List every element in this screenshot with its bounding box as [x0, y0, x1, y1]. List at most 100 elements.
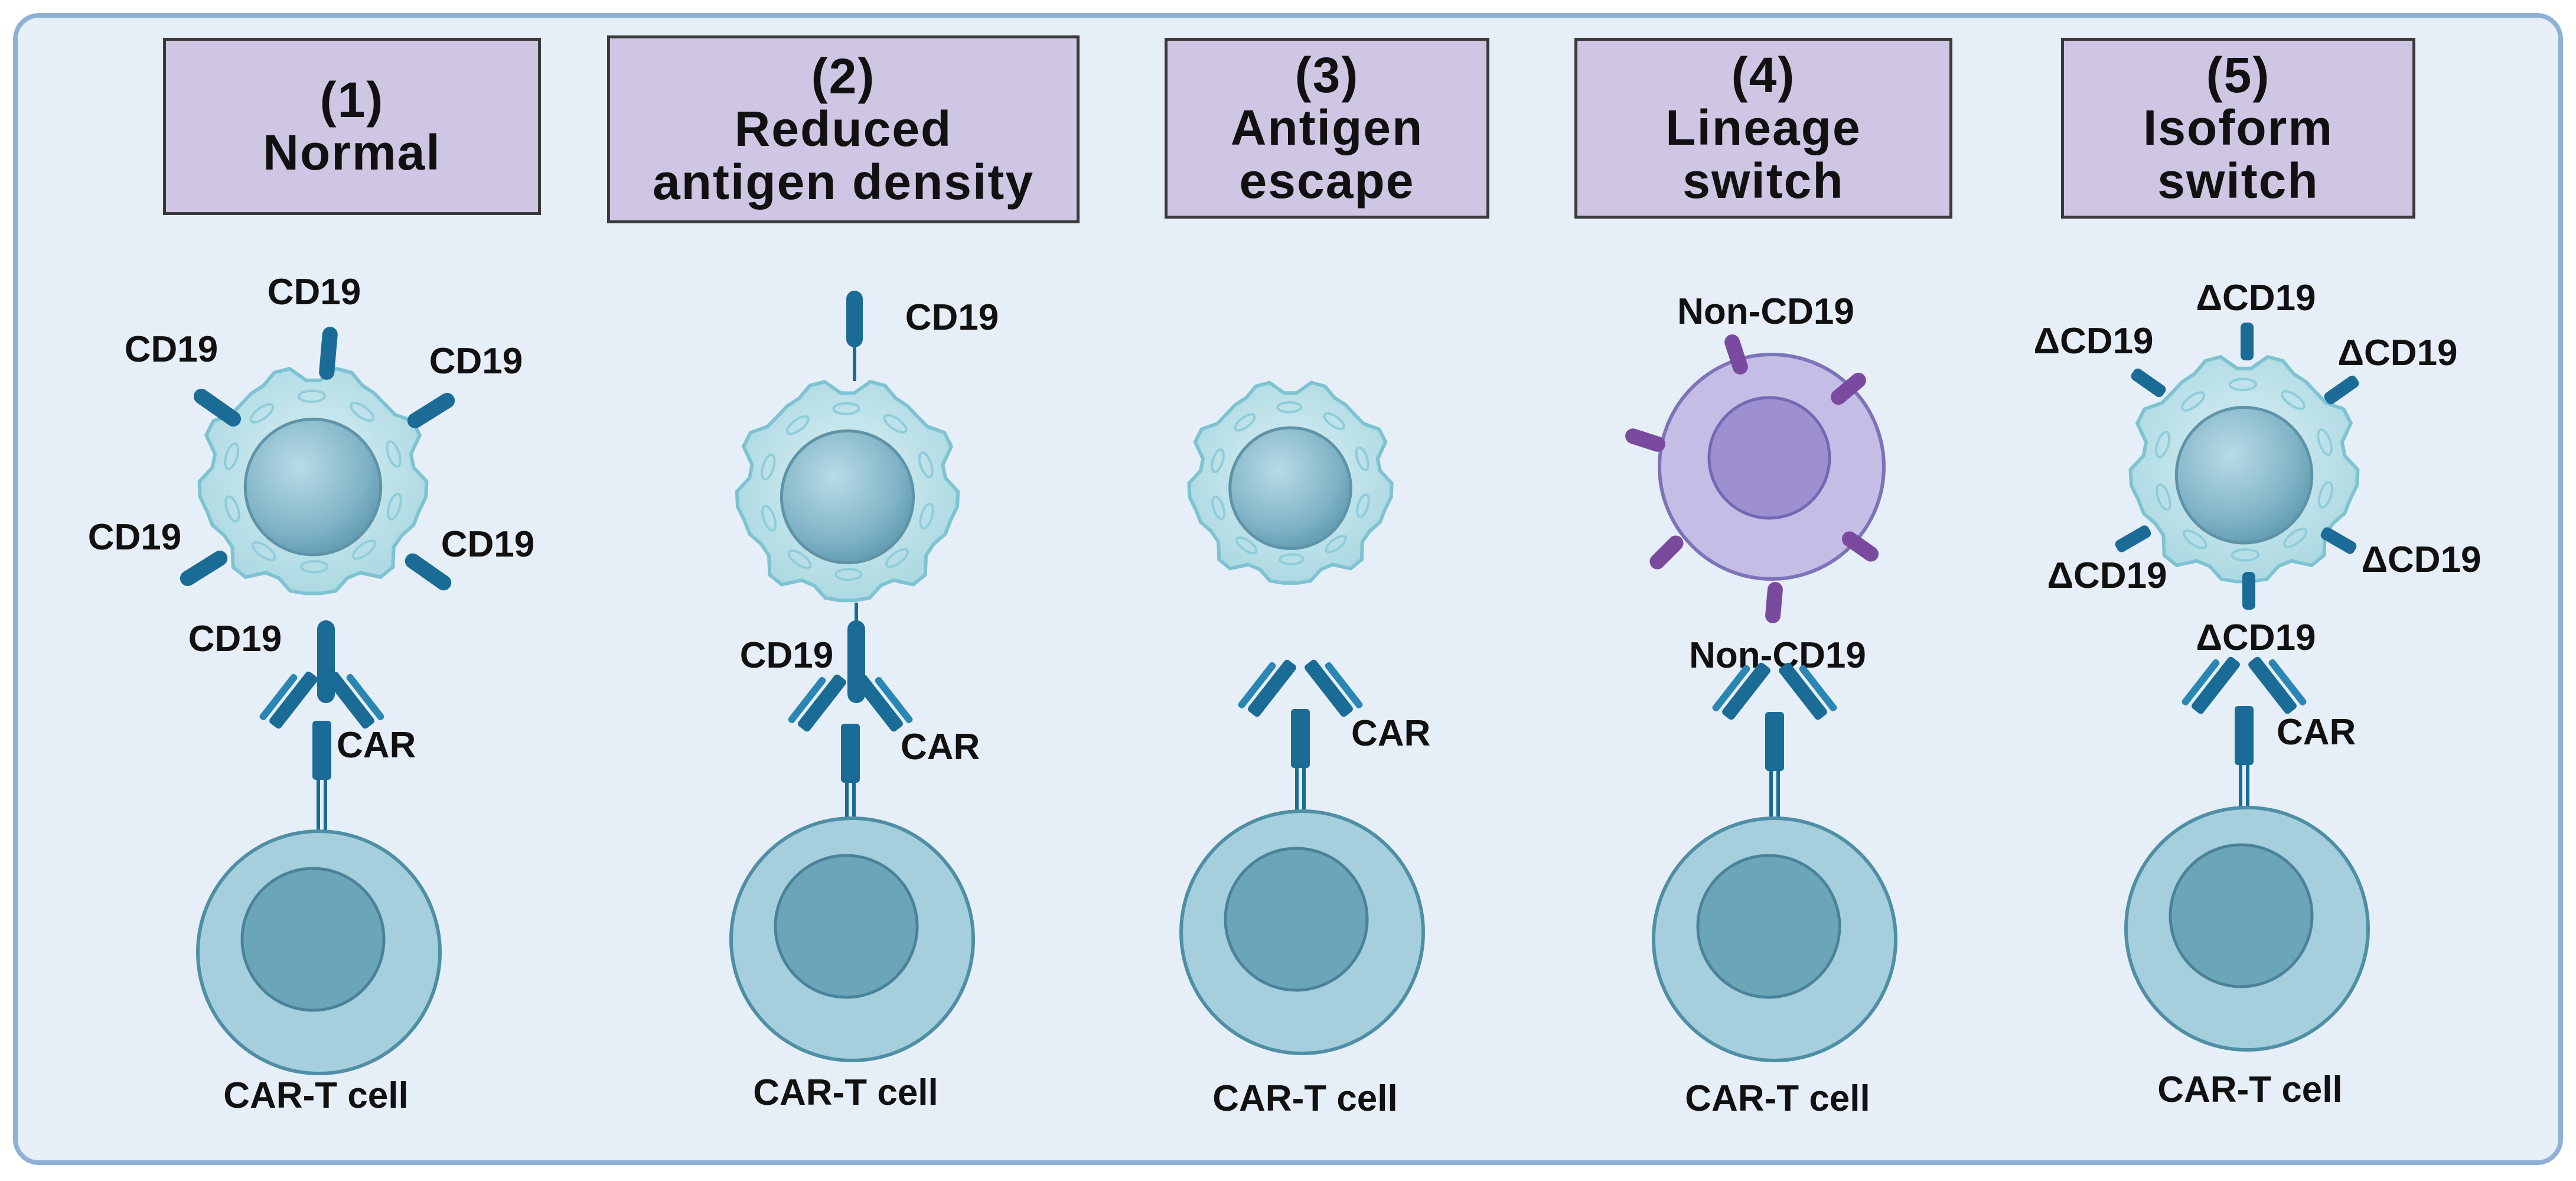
panel-2-title-line-2: antigen density [652, 154, 1035, 210]
panel-5-number: (5) [2206, 47, 2271, 103]
panel-1-tumor-cell-texture [224, 495, 240, 523]
panel-5-tumor-cell-texture [2282, 528, 2308, 548]
panel-4-marker-1-body [1724, 334, 1748, 375]
panel-5-car-receptor-base [2235, 706, 2254, 765]
panel-2-tumor-cell-texture [834, 568, 863, 581]
panel-5-tumor-cell-nucleus [2174, 406, 2314, 545]
panel-4-non-cd19-label-bottom: Non-CD19 [1689, 635, 1866, 676]
panel-5-car-receptor-arm-1 [2192, 656, 2240, 714]
panel-2-cd19-top-body [846, 291, 863, 347]
panel-2-title-box: (2) Reduced antigen density [607, 35, 1080, 223]
panel-5-car-receptor-stalk-left [2239, 753, 2242, 830]
panel-5-dcd19-top-body [2241, 323, 2254, 360]
panel-2-tumor-cell-texture [883, 414, 908, 434]
panel-5-dcd19-upper-right [2324, 375, 2359, 405]
panel-1-cd19-top-body [319, 327, 338, 380]
panel-4-marker-6-body [1765, 582, 1783, 623]
panel-1-tumor-cell-nucleus [243, 418, 383, 557]
panel-2-tumor-cell-texture [885, 548, 909, 568]
panel-4-car-receptor-light-chain-2 [1799, 665, 1837, 712]
panel-5-dcd19-upper-left-body [2131, 368, 2166, 398]
panel-4-marker-3 [1625, 428, 1665, 452]
panel-3-car-receptor-light-chain-2 [1325, 662, 1363, 709]
panel-1-car-receptor-light-chain-1 [259, 674, 298, 721]
panel-3-car-label: CAR [1351, 713, 1430, 754]
diagram-frame [13, 13, 2563, 1165]
panel-2-tumor-cell [735, 379, 960, 603]
panel-1-car-receptor-light-chain-2 [346, 674, 384, 721]
panel-3-tumor-cell-texture [1323, 412, 1346, 431]
panel-5-car-t-cell-nucleus [2169, 843, 2314, 988]
panel-1-cd19-bound [317, 620, 335, 703]
panel-2-car-label: CAR [901, 727, 980, 767]
panel-1-cd19-lower-left [180, 551, 228, 586]
panel-5-dcd19-label-lower-left: ΔCD19 [2047, 555, 2167, 596]
panel-1-car-t-label: CAR-T cell [223, 1075, 408, 1116]
panel-3-car-receptor-base [1291, 709, 1310, 768]
panel-5-title-line-2: switch [2157, 152, 2319, 209]
panel-1-cd19-lower-right-body [405, 553, 452, 591]
panel-1-tumor-cell-texture [224, 442, 240, 470]
panel-3-tumor-cell-texture [1356, 493, 1370, 519]
panel-5-tumor-cell-texture [2156, 483, 2171, 511]
panel-2-cd19-label-bound: CD19 [740, 635, 834, 676]
panel-1-cd19-bound-body [317, 620, 335, 703]
panel-4-car-t-label: CAR-T cell [1685, 1078, 1870, 1119]
panel-4-marker-5-body [1841, 531, 1879, 562]
panel-5-dcd19-label-upper-left: ΔCD19 [2033, 321, 2153, 362]
panel-1-cd19-upper-right-body [407, 393, 455, 428]
panel-1-car-t-cell [196, 829, 442, 1075]
panel-1-tumor-cell-texture [386, 493, 402, 521]
panel-1-car-t-cell-nucleus [240, 867, 386, 1012]
panel-2-car-receptor-stalk-right [852, 771, 856, 848]
panel-1-cd19-label-top: CD19 [268, 272, 361, 313]
panel-1-tumor-cell-texture [386, 440, 402, 468]
panel-2-cd19-top-stalk [853, 346, 856, 381]
panel-4-marker-4 [1649, 535, 1684, 570]
panel-4-lineage-cell-nucleus [1707, 396, 1831, 520]
panel-5-tumor-cell-texture [2182, 529, 2207, 549]
panel-2-title-line-1: Reduced [734, 101, 953, 157]
panel-1-tumor-cell-texture [351, 539, 377, 560]
panel-4-car-receptor-arm-1 [1722, 662, 1770, 720]
panel-3-tumor-cell-texture [1355, 446, 1369, 471]
panel-4-marker-5 [1841, 531, 1879, 562]
panel-1-cd19-upper-left [193, 389, 242, 427]
panel-5-title-box: (5) Isoform switch [2061, 38, 2415, 219]
panel-1-title-line-1: Normal [263, 125, 441, 180]
panel-1-tumor-cell-texture [350, 402, 375, 422]
panel-1-car-receptor-stalk-left [317, 768, 320, 845]
panel-1-cd19-upper-left-body [193, 389, 242, 427]
panel-1-tumor-cell-texture [297, 389, 327, 403]
panel-3-tumor-cell-texture [1235, 536, 1258, 555]
panel-3-car-receptor-light-chain-1 [1238, 662, 1276, 709]
panel-2-car-receptor-arm-1 [798, 674, 846, 732]
panel-2-car-receptor-arm-2 [855, 674, 903, 732]
panel-5-tumor-cell-texture [2228, 378, 2258, 391]
panel-3-tumor-cell-texture [1211, 448, 1225, 474]
panel-3-tumor-cell-nucleus [1228, 426, 1352, 551]
panel-5-car-receptor-stalk-right [2246, 753, 2249, 830]
panel-3-tumor-cell-texture [1276, 401, 1302, 414]
panel-4-marker-3-body [1625, 428, 1665, 452]
panel-3-car-receptor-stalk-right [1302, 756, 1306, 833]
panel-2-car-t-label: CAR-T cell [753, 1072, 938, 1113]
panel-3-car-receptor-stalk-left [1295, 756, 1299, 833]
panel-2-cd19-top [846, 291, 863, 347]
panel-1-car-label: CAR [337, 725, 416, 766]
panel-5-dcd19-lower-left [2115, 525, 2151, 552]
panel-5-title-line-1: Isoform [2143, 100, 2334, 156]
panel-4-marker-1 [1724, 334, 1748, 375]
panel-1-car-receptor [259, 671, 384, 845]
panel-5-dcd19-label-upper-right: ΔCD19 [2337, 333, 2457, 373]
panel-5-dcd19-top [2241, 323, 2254, 360]
panel-2-car-receptor [788, 674, 913, 848]
panel-1-cd19-label-lower-right: CD19 [441, 524, 535, 565]
panel-2-car-receptor-stalk-left [845, 771, 849, 848]
panel-5-car-receptor-light-chain-1 [2182, 659, 2220, 706]
panel-4-lineage-cell [1658, 353, 1886, 581]
panel-5-tumor-cell-texture [2317, 428, 2333, 456]
panel-1-tumor-cell [197, 366, 429, 596]
panel-1-cd19-label-upper-right: CD19 [429, 341, 523, 382]
